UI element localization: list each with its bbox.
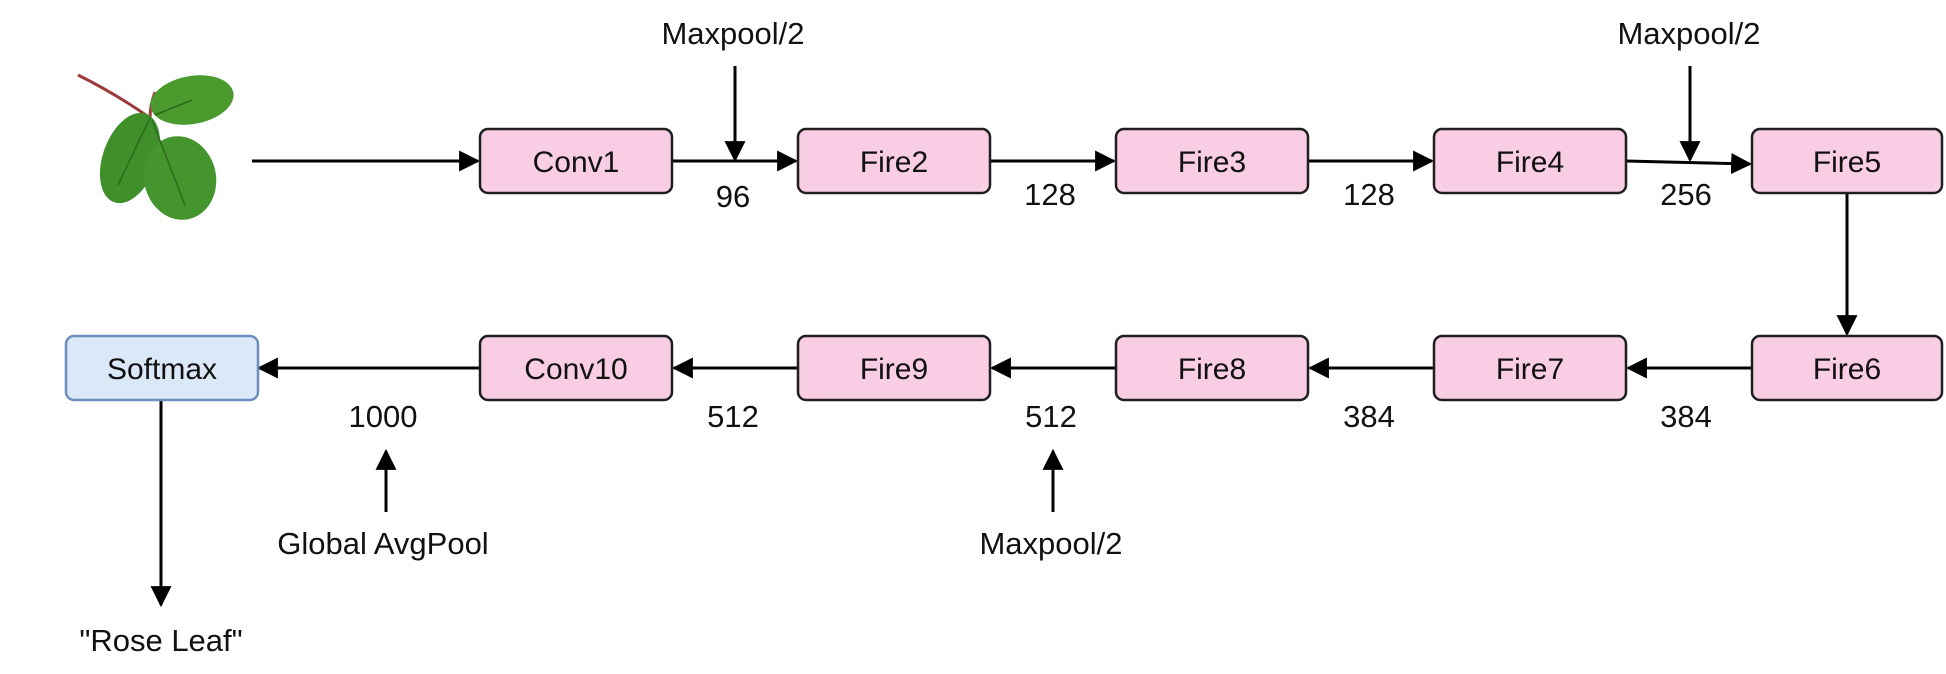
layer-box-fire8: Fire8 bbox=[1114, 334, 1310, 402]
layer-box-softmax: Softmax bbox=[64, 334, 260, 402]
maxpool-top-1-label: Maxpool/2 bbox=[661, 16, 804, 51]
layer-box-fire6: Fire6 bbox=[1750, 334, 1944, 402]
layer-box-fire4: Fire4 bbox=[1432, 127, 1628, 195]
layer-label-fire6: Fire6 bbox=[1813, 353, 1881, 386]
maxpool-top-2-label: Maxpool/2 bbox=[1617, 16, 1760, 51]
layer-box-fire7: Fire7 bbox=[1432, 334, 1628, 402]
layer-label-fire8: Fire8 bbox=[1178, 353, 1246, 386]
channel-count-384b: 384 bbox=[1343, 399, 1395, 434]
edge-fire4-fire5 bbox=[1625, 153, 1753, 175]
layer-box-fire9: Fire9 bbox=[796, 334, 992, 402]
layer-box-conv10: Conv10 bbox=[478, 334, 674, 402]
layer-label-softmax: Softmax bbox=[107, 353, 217, 386]
layer-label-fire4: Fire4 bbox=[1496, 146, 1564, 179]
input-leaf-image bbox=[77, 73, 234, 220]
channel-count-96: 96 bbox=[716, 179, 750, 214]
layer-box-fire3: Fire3 bbox=[1114, 127, 1310, 195]
layer-box-fire2: Fire2 bbox=[796, 127, 992, 195]
layer-label-fire2: Fire2 bbox=[860, 146, 928, 179]
output-prediction-label: "Rose Leaf" bbox=[79, 623, 242, 658]
layer-box-conv1: Conv1 bbox=[478, 127, 674, 195]
channel-count-1000: 1000 bbox=[349, 399, 418, 434]
channel-count-256: 256 bbox=[1660, 177, 1712, 212]
layer-box-fire5: Fire5 bbox=[1750, 127, 1944, 195]
layer-label-conv1: Conv1 bbox=[533, 146, 620, 179]
channel-count-128b: 128 bbox=[1343, 177, 1395, 212]
maxpool-bottom-label: Maxpool/2 bbox=[979, 526, 1122, 561]
channel-count-128a: 128 bbox=[1024, 177, 1076, 212]
layer-label-fire3: Fire3 bbox=[1178, 146, 1246, 179]
layer-label-fire5: Fire5 bbox=[1813, 146, 1881, 179]
channel-count-384a: 384 bbox=[1660, 399, 1712, 434]
layer-label-fire7: Fire7 bbox=[1496, 353, 1564, 386]
channel-count-512b: 512 bbox=[707, 399, 759, 434]
layer-label-conv10: Conv10 bbox=[524, 353, 627, 386]
layer-label-fire9: Fire9 bbox=[860, 353, 928, 386]
channel-count-512a: 512 bbox=[1025, 399, 1077, 434]
global-avgpool-label: Global AvgPool bbox=[277, 526, 488, 561]
